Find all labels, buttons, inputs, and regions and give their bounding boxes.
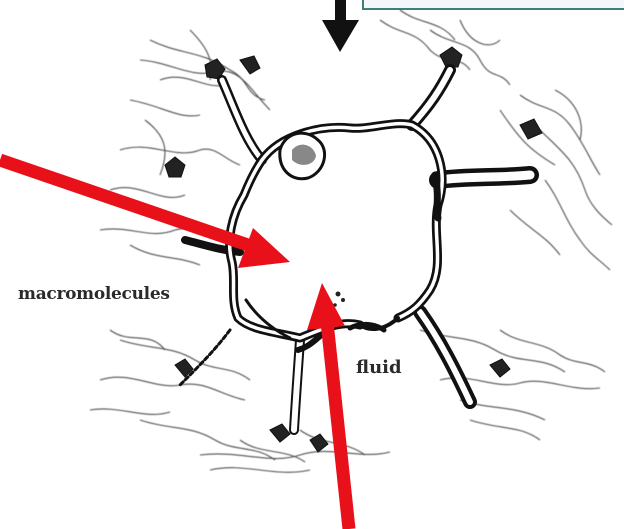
tissue-fibers: [90, 10, 612, 472]
fluid-label: fluid: [356, 357, 402, 378]
top-down-arrow: [322, 0, 359, 52]
fluid-particles: [333, 292, 345, 307]
macromolecules-label: macromolecules: [18, 284, 170, 304]
